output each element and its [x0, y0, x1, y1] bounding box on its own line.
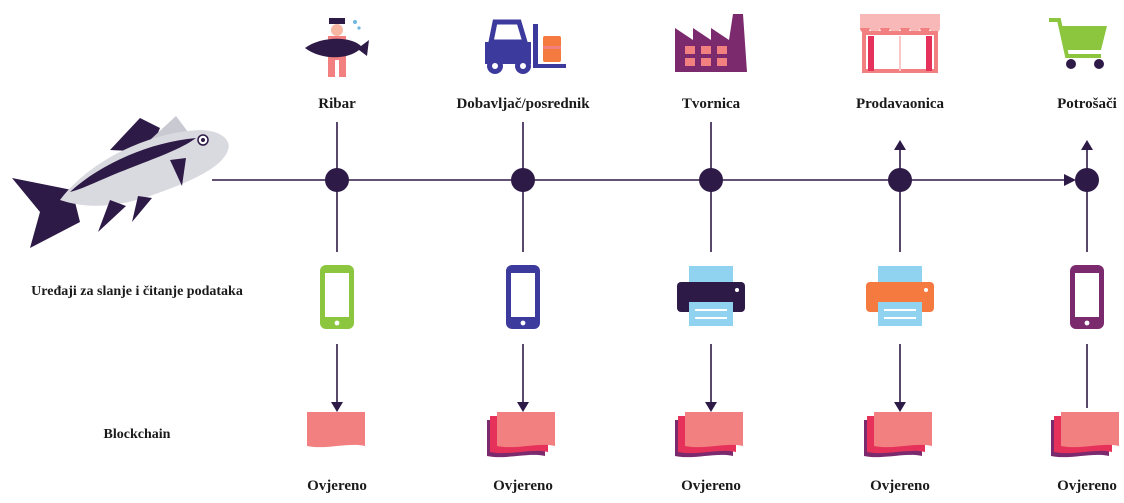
- blockchain-block-icon: [675, 412, 743, 458]
- verified-status: Ovjereno: [307, 478, 367, 494]
- blockchain-block-icon: [1051, 412, 1119, 458]
- station-label: Prodavaonica: [855, 96, 945, 112]
- upper-arrowhead: [1081, 140, 1093, 150]
- station-label: Ribar: [318, 96, 356, 112]
- verified-status: Ovjereno: [493, 478, 553, 494]
- station-5: [1049, 18, 1119, 458]
- smartphone-icon: [320, 265, 354, 329]
- smartphone-icon: [1070, 265, 1104, 329]
- station-4: [860, 14, 940, 458]
- blockchain-block-icon: [487, 412, 555, 458]
- timeline-arrowhead: [1064, 174, 1076, 186]
- station-1: [305, 18, 369, 448]
- ledger-arrowhead: [705, 402, 717, 412]
- printer-icon: [677, 266, 745, 326]
- shopping-cart-icon: [1049, 18, 1107, 69]
- verified-status: Ovjereno: [1057, 478, 1117, 494]
- verified-status: Ovjereno: [681, 478, 741, 494]
- station-label: Tvornica: [681, 96, 741, 112]
- ledger-arrowhead: [894, 402, 906, 412]
- storefront-icon: [860, 14, 940, 73]
- smartphone-icon: [506, 265, 540, 329]
- station-3: [675, 14, 747, 458]
- devices-row-label: Uređaji za slanje i čitanje podataka: [31, 284, 243, 299]
- ledger-row-label: Blockchain: [103, 427, 171, 442]
- verified-status: Ovjereno: [870, 478, 930, 494]
- forklift-icon: [485, 19, 566, 74]
- station-label: Dobavljač/posrednik: [456, 96, 590, 112]
- printer-icon: [866, 266, 934, 326]
- blockchain-block-icon: [307, 412, 365, 448]
- blockchain-block-icon: [864, 412, 932, 458]
- tuna-icon: [12, 116, 229, 248]
- ledger-arrowhead: [517, 402, 529, 412]
- factory-icon: [675, 14, 747, 72]
- fisherman-icon: [305, 18, 369, 77]
- upper-arrowhead: [894, 140, 906, 150]
- station-2: [485, 19, 566, 458]
- station-label: Potrošači: [1057, 96, 1117, 112]
- ledger-arrowhead: [331, 402, 343, 412]
